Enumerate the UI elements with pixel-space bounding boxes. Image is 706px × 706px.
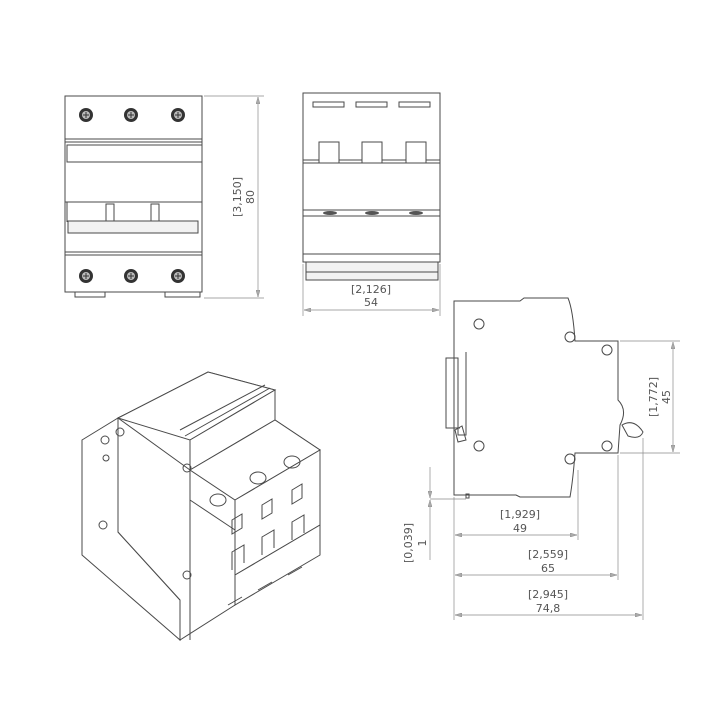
module-height-mm: 45 [660,390,673,404]
depth2-in: [2,559] [528,548,568,561]
hole-icons [473,318,613,465]
rail-offset-mm: 1 [416,540,429,547]
front-view: [3,150] 80 [64,95,264,299]
module-height-in: [1,772] [647,377,660,417]
top-view: [2,126] 54 [302,92,441,316]
rail-offset-in: [0,039] [402,523,415,563]
isometric-view [81,371,321,642]
top-width-in: [2,126] [351,283,391,296]
front-height-mm: 80 [244,190,257,204]
depth1-mm: 49 [513,522,527,535]
depth1-in: [1,929] [500,508,540,521]
depth3-in: [2,945] [528,588,568,601]
depth2-mm: 65 [541,562,555,575]
top-width-mm: 54 [364,296,378,309]
depth3-mm: 74,8 [536,602,561,615]
front-height-in: [3,150] [231,177,244,217]
side-view: [1,772] 45 [0,039] 1 [1,929] 49 [2,559] … [402,297,680,620]
terminal-screw-icons [79,108,185,283]
